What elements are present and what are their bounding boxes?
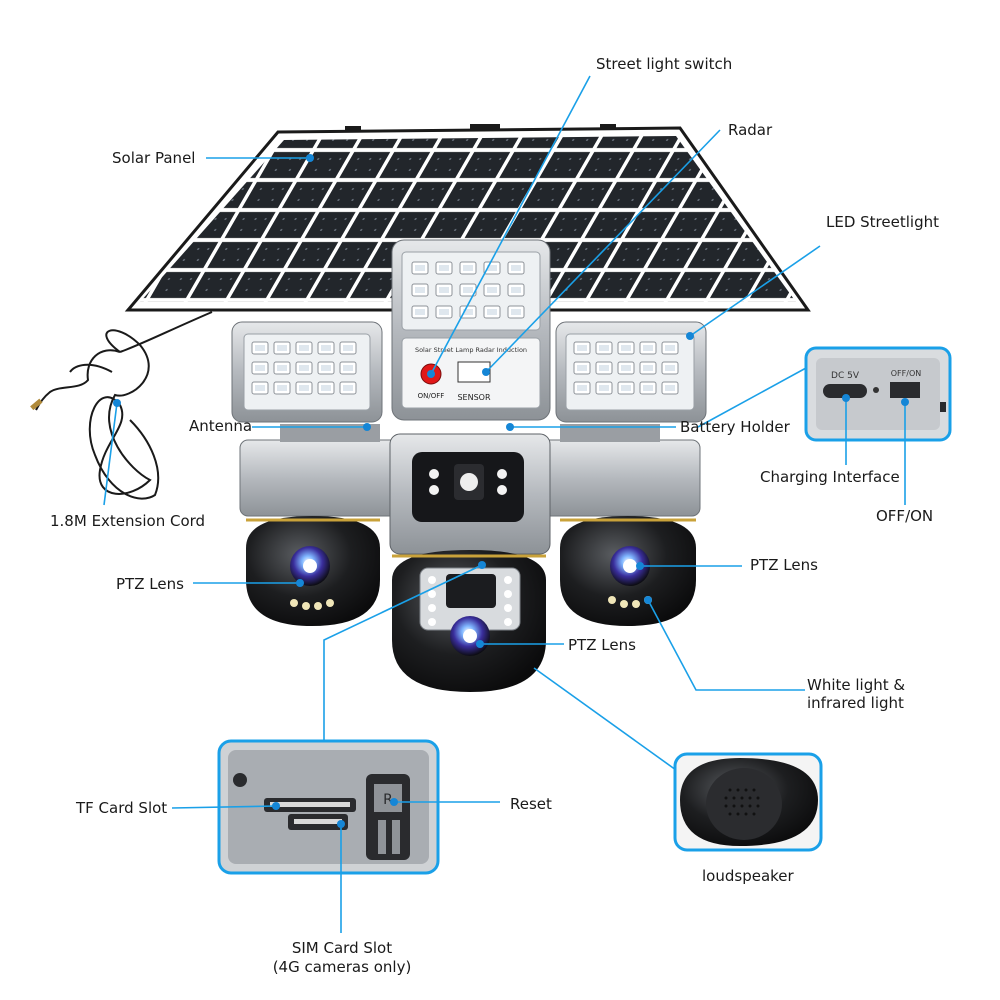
extension-cord-label: 1.8M Extension Cord <box>50 512 206 530</box>
callout-lines <box>103 75 906 933</box>
white-light-label-line1: White light & <box>807 676 906 694</box>
tf-card-slot-label: TF Card Slot <box>76 799 168 817</box>
callout-dots <box>113 154 909 828</box>
power-switch[interactable] <box>890 382 920 398</box>
led-streetlight-label: LED Streetlight <box>826 213 939 231</box>
reset-mark-text: R <box>383 792 393 808</box>
right-led-streetlight <box>555 321 707 423</box>
reset-label: Reset <box>510 795 552 813</box>
right-ptz-camera <box>560 516 696 626</box>
sim-card-slot-label-line2: (4G cameras only) <box>272 958 412 976</box>
ptz-lens-left-label: PTZ Lens <box>116 575 184 593</box>
charging-interface-label: Charging Interface <box>760 468 900 486</box>
left-ptz-camera <box>246 516 380 626</box>
street-light-switch-label: Street light switch <box>596 55 733 73</box>
solar-panel-label: Solar Panel <box>112 149 196 167</box>
cord-plug <box>30 398 43 411</box>
charging-interface-inset: DC 5V OFF/ON <box>804 346 952 442</box>
camera-body <box>239 424 701 555</box>
dc-5v-text: DC 5V <box>831 371 860 381</box>
solar-panel <box>124 124 811 312</box>
loudspeaker-inset <box>673 752 823 852</box>
sim-card-slot-label-line1: SIM Card Slot <box>291 939 393 957</box>
center-ptz-camera <box>392 550 546 692</box>
card-slot-inset: R <box>217 739 440 875</box>
panel-title-text: Solar Street Lamp Radar Induction <box>415 346 527 354</box>
off-on-label: OFF/ON <box>876 507 934 525</box>
radar-label: Radar <box>728 121 773 139</box>
left-led-streetlight <box>231 321 383 423</box>
battery-holder-label: Battery Holder <box>680 418 790 436</box>
extension-cord <box>35 311 213 500</box>
off-on-switch-text: OFF/ON <box>891 369 921 378</box>
ptz-lens-right-label: PTZ Lens <box>750 556 818 574</box>
antenna-label: Antenna <box>189 417 253 435</box>
loudspeaker-label: loudspeaker <box>702 867 794 885</box>
white-light-label-line2: infrared light <box>807 694 904 712</box>
on-off-text: ON/OFF <box>418 392 445 400</box>
usb-c-port <box>823 384 867 398</box>
ptz-lens-center-label: PTZ Lens <box>568 636 636 654</box>
sensor-text: SENSOR <box>457 393 490 402</box>
